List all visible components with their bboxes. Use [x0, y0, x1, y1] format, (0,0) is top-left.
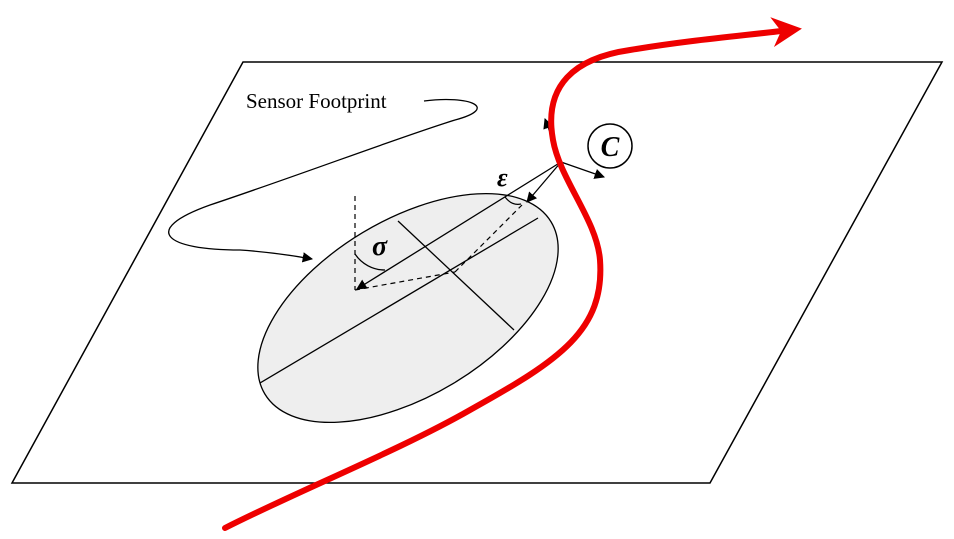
ellipse-major-axis: [259, 217, 539, 384]
epsilon-angle-arc: [504, 196, 522, 205]
direction-line: [356, 161, 562, 290]
ellipse-minor-axis: [397, 220, 515, 331]
epsilon-label: ε: [497, 163, 508, 192]
curve-label-circle: [587, 123, 633, 169]
epsilon-dashed-line: [454, 204, 523, 273]
center-dashed-line: [354, 271, 456, 291]
sigma-label: σ: [372, 231, 388, 262]
epsilon-distance-arrow: [526, 161, 562, 203]
curve-c: [222, 17, 802, 531]
sensor-footprint-label: Sensor Footprint: [246, 89, 387, 113]
normal-arrow: [560, 161, 605, 179]
footprint-leader-line: [168, 98, 478, 263]
sigma-angle-arc: [354, 253, 386, 271]
curve-c-label: C: [601, 132, 620, 163]
